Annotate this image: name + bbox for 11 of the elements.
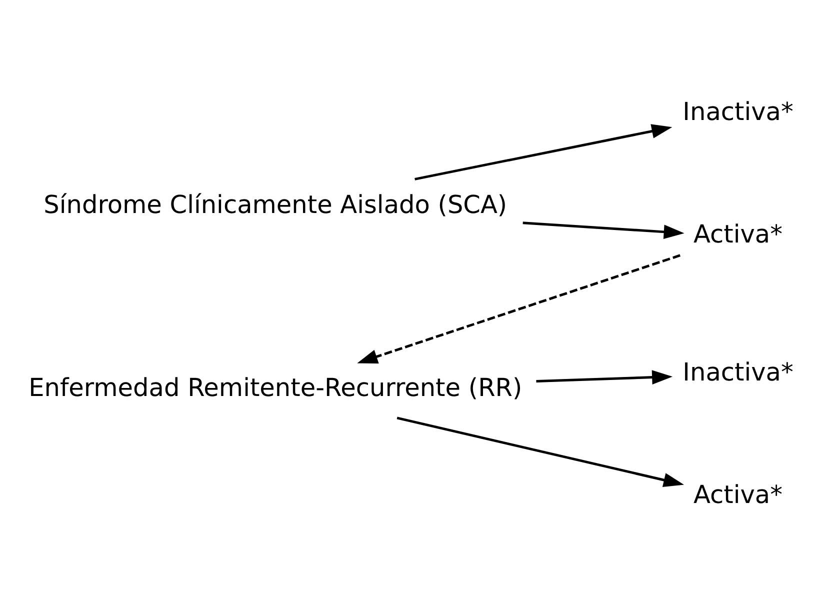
node-text: Activa* <box>694 480 783 509</box>
arrow <box>357 254 680 364</box>
arrow <box>414 124 672 180</box>
node-text: Inactiva* <box>682 357 794 386</box>
arrow <box>522 222 684 240</box>
node-text: Síndrome Clínicamente Aislado (SCA) <box>44 190 508 219</box>
node-text: Activa* <box>694 219 783 248</box>
arrow <box>396 416 684 488</box>
node-text: Inactiva* <box>682 96 794 126</box>
arrow <box>536 370 673 384</box>
node-text: Enfermedad Remitente-Recurrente (RR) <box>28 372 522 402</box>
